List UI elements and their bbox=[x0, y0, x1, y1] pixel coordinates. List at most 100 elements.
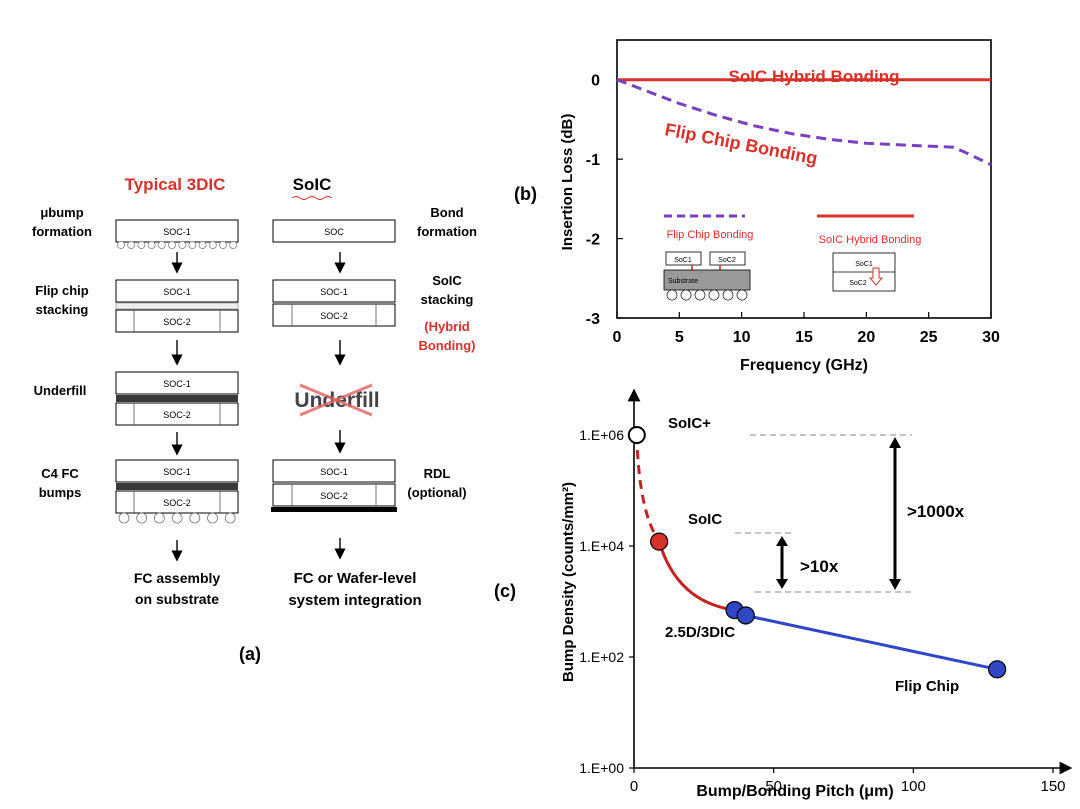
left-result-2: on substrate bbox=[135, 591, 219, 607]
svg-text:SoC2: SoC2 bbox=[849, 280, 867, 287]
svg-text:SOC-2: SOC-2 bbox=[163, 317, 191, 327]
c4-bump bbox=[189, 512, 201, 524]
b-label-fc: Flip Chip Bonding bbox=[663, 119, 819, 168]
right-stack-4: SOC-1 SOC-2 bbox=[271, 459, 397, 512]
panel-c-label: (c) bbox=[494, 581, 516, 601]
microbump bbox=[168, 241, 176, 249]
c4-bump bbox=[224, 512, 236, 524]
microbump bbox=[157, 241, 166, 249]
c-ytick-label: 1.E+04 bbox=[579, 538, 624, 554]
b-xtick-label: 25 bbox=[920, 329, 938, 346]
b-xtick-label: 5 bbox=[675, 329, 684, 346]
svg-text:SOC: SOC bbox=[324, 227, 344, 237]
step-c4-label: C4 FC bbox=[41, 466, 79, 481]
point-soic-plus bbox=[627, 426, 646, 444]
step-flipchip-label-2: stacking bbox=[36, 302, 89, 317]
left-stack-2: SOC-1 SOC-2 bbox=[115, 279, 239, 333]
b-ytick-label: -3 bbox=[586, 311, 600, 328]
solder-ball bbox=[666, 289, 678, 301]
point-label-flip-chip: Flip Chip bbox=[895, 678, 959, 695]
b-ytick-label: 0 bbox=[591, 73, 600, 90]
step-bond-label-2: formation bbox=[417, 224, 477, 239]
b-xlabel: Frequency (GHz) bbox=[740, 357, 868, 374]
step-rdl-label: RDL bbox=[424, 466, 451, 481]
c4-bump bbox=[153, 512, 165, 524]
c-ylabel: Bump Density (counts/mm²) bbox=[560, 482, 577, 682]
svg-text:SOC-2: SOC-2 bbox=[163, 410, 191, 420]
b-xtick-label: 0 bbox=[613, 329, 622, 346]
crossed-underfill: Underfill bbox=[294, 383, 380, 417]
ratio-arrow-10x bbox=[776, 536, 788, 589]
inset-fc-label: Flip Chip Bonding bbox=[667, 229, 754, 241]
c-ytick-label: 1.E+02 bbox=[579, 649, 624, 665]
flip-chip-trend-line bbox=[745, 614, 998, 671]
svg-text:SOC-1: SOC-1 bbox=[163, 379, 191, 389]
b-ytick-label: -1 bbox=[586, 152, 600, 169]
panel-b: (b) Insertion Loss (dB) Frequency (GHz) … bbox=[514, 39, 1000, 374]
point-label-2.5d: 2.5D/3DIC bbox=[665, 624, 735, 641]
point-label-soic: SoIC bbox=[688, 511, 722, 528]
svg-text:SOC-1: SOC-1 bbox=[320, 287, 348, 297]
svg-text:SoC1: SoC1 bbox=[674, 257, 692, 264]
svg-text:SOC-2: SOC-2 bbox=[320, 491, 348, 501]
panel-b-label: (b) bbox=[514, 184, 537, 204]
soic-title-underline bbox=[291, 196, 333, 200]
microbump bbox=[178, 241, 187, 249]
microbump bbox=[127, 241, 136, 249]
step-underfill-label: Underfill bbox=[34, 383, 87, 398]
step-rdl-label-2: (optional) bbox=[407, 485, 466, 500]
hybrid-note: (Hybrid bbox=[424, 319, 470, 334]
left-result: FC assembly bbox=[134, 570, 221, 586]
right-result-2: system integration bbox=[288, 592, 421, 609]
right-stack-2: SOC-1 SOC-2 bbox=[272, 279, 396, 327]
microbump bbox=[117, 241, 125, 249]
c-xtick-label: 0 bbox=[630, 778, 638, 795]
svg-text:SOC-1: SOC-1 bbox=[163, 467, 191, 477]
series-flip-chip-line bbox=[616, 78, 992, 167]
solder-ball bbox=[708, 289, 720, 301]
solder-ball bbox=[736, 289, 748, 301]
microbump bbox=[137, 241, 146, 249]
c-ytick-label: 1.E+00 bbox=[579, 760, 624, 776]
hybrid-note-2: Bonding) bbox=[418, 338, 475, 353]
ratio-arrow-1000x bbox=[889, 437, 901, 590]
ubumps bbox=[117, 241, 238, 249]
b-xtick-label: 15 bbox=[795, 329, 813, 346]
inset-soic-label: SoIC Hybrid Bonding bbox=[819, 234, 922, 246]
step-ubump-label: μbump bbox=[40, 205, 83, 220]
col-right-title: SoIC bbox=[293, 175, 332, 194]
point-soic bbox=[650, 532, 669, 551]
step-soic-stacking-label-2: stacking bbox=[421, 292, 474, 307]
step-bond-label: Bond bbox=[430, 205, 463, 220]
point-label-soic-plus: SoIC+ bbox=[668, 415, 711, 432]
point-flip-chip bbox=[988, 660, 1007, 679]
soic-plus-trend-dashed bbox=[635, 434, 661, 543]
c4-bump bbox=[136, 512, 148, 524]
microbump bbox=[147, 241, 156, 249]
b-ytick-label: -2 bbox=[586, 232, 600, 249]
svg-text:SOC-1: SOC-1 bbox=[163, 287, 191, 297]
left-stack-3: SOC-1 SOC-2 bbox=[115, 371, 239, 426]
svg-text:SOC-1: SOC-1 bbox=[163, 227, 191, 237]
panel-c: (c) Bump Density (counts/mm²) Bump/Bondi… bbox=[494, 388, 1073, 800]
c4-bump bbox=[207, 512, 218, 524]
left-step-labels: μbump formation Flip chip stacking Under… bbox=[32, 205, 92, 500]
c-xtick-label: 100 bbox=[901, 778, 926, 795]
svg-text:Substrate: Substrate bbox=[668, 278, 698, 285]
b-xtick-label: 20 bbox=[857, 329, 875, 346]
left-stack-4: SOC-1 SOC-2 bbox=[115, 459, 239, 524]
svg-text:SOC-2: SOC-2 bbox=[320, 311, 348, 321]
c4-bump bbox=[171, 512, 183, 524]
b-inset: Flip Chip Bonding SoC1 SoC2 Substrate So… bbox=[663, 214, 922, 301]
b-xtick-label: 10 bbox=[733, 329, 751, 346]
microbump bbox=[219, 241, 227, 249]
svg-text:SoC2: SoC2 bbox=[718, 257, 736, 264]
microbump bbox=[188, 241, 197, 249]
c-points bbox=[627, 426, 1007, 679]
b-label-soic: SoIC Hybrid Bonding bbox=[729, 67, 900, 86]
microbump bbox=[208, 241, 217, 249]
flow-arrows bbox=[171, 252, 346, 562]
svg-text:SOC-2: SOC-2 bbox=[163, 498, 191, 508]
